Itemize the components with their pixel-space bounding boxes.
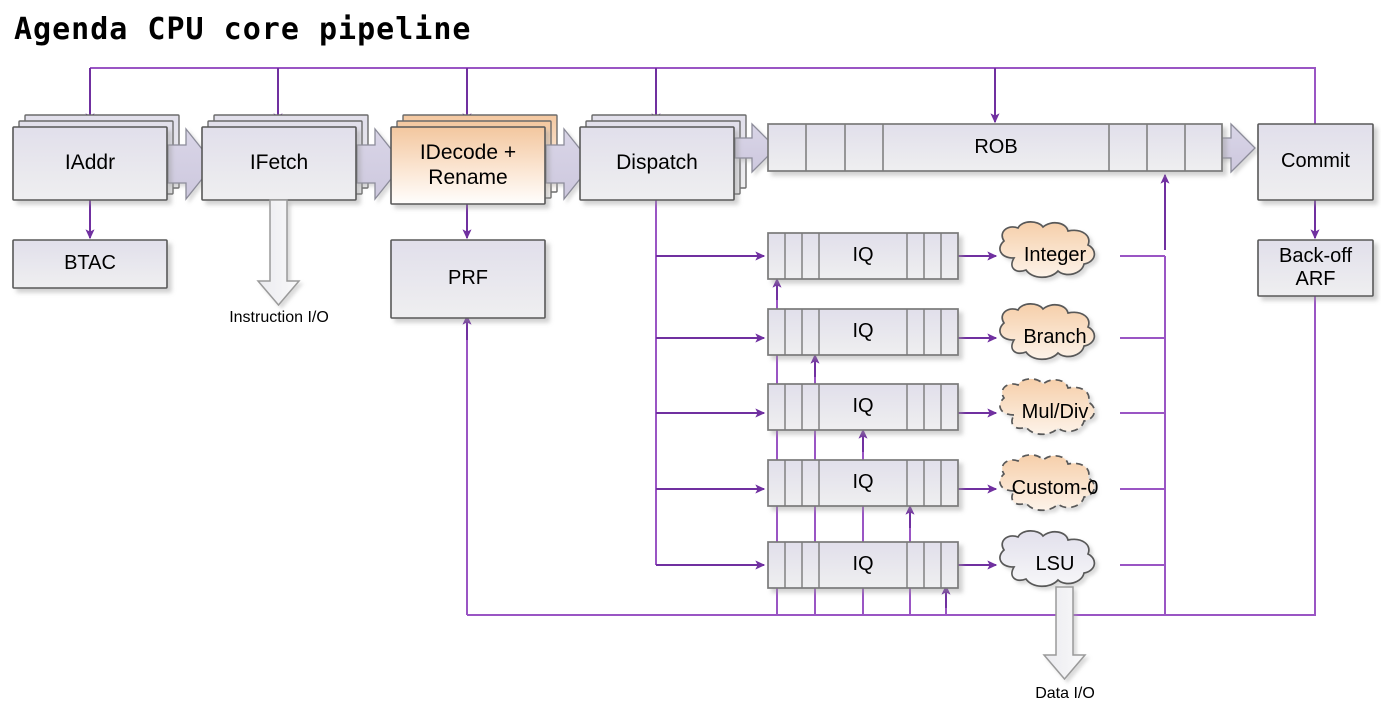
box-backoff <box>1257 239 1374 297</box>
box-btac <box>12 239 168 289</box>
io-block-arrows <box>256 199 1087 681</box>
issue-queue-buffers <box>767 232 959 589</box>
cloud-lsu <box>999 530 1096 588</box>
io-arrow-instruction <box>256 199 301 307</box>
iq-box-5 <box>767 541 959 589</box>
iq-box-4 <box>767 459 959 507</box>
stage-front-boxes <box>12 126 735 205</box>
connector-iaddr-ifetch <box>167 127 215 201</box>
bus-top-feedback <box>90 67 1316 124</box>
stage-box-ifetch <box>201 126 357 201</box>
iq-box-2 <box>767 308 959 356</box>
stage-box-idecode <box>390 126 546 205</box>
iq-box-1 <box>767 232 959 280</box>
connector-ifetch-idecode <box>356 127 404 201</box>
iq-box-3 <box>767 383 959 431</box>
stage-box-dispatch <box>579 126 735 201</box>
cloud-integer <box>999 221 1096 279</box>
box-commit <box>1257 123 1374 201</box>
rob-buffer <box>767 123 1223 172</box>
line-backoff-to-bus <box>1165 296 1316 616</box>
connector-dispatch-rob <box>734 122 777 174</box>
io-arrow-data <box>1042 586 1087 681</box>
connector-idecode-dispatch <box>545 127 593 201</box>
functional-unit-clouds <box>999 221 1096 588</box>
stage-box-iaddr <box>12 126 168 201</box>
cloud-custom0 <box>999 454 1096 512</box>
cloud-muldiv <box>999 378 1096 436</box>
cloud-branch <box>999 303 1096 361</box>
box-prf <box>390 239 546 319</box>
stage-connectors <box>167 122 1256 201</box>
page-title: Agenda CPU core pipeline <box>14 12 472 47</box>
side-boxes <box>12 123 1374 319</box>
